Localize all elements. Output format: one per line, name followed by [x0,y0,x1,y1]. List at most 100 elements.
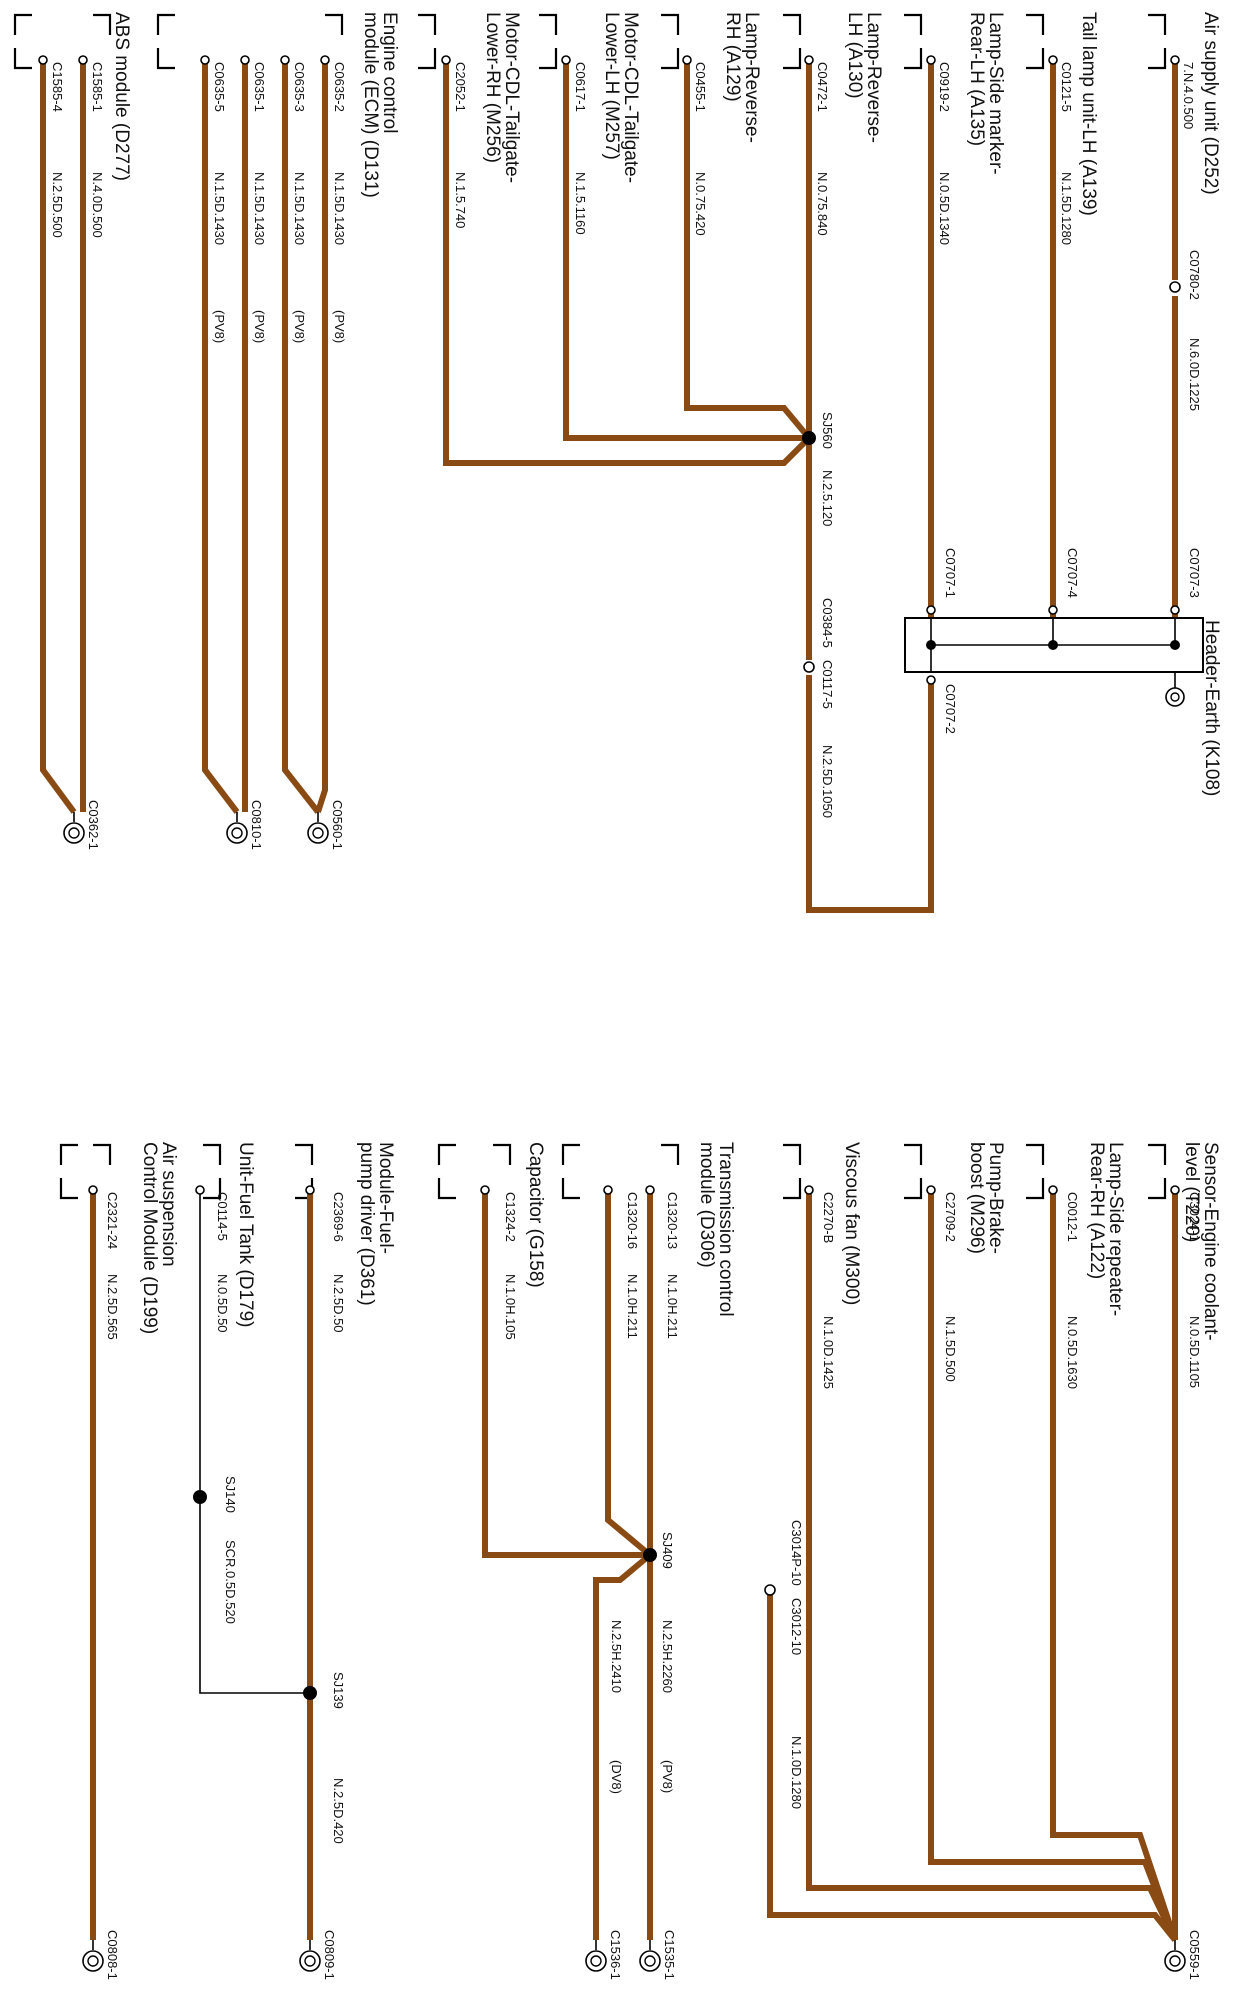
fuel-tank-pin: C0114-5 [215,1192,230,1241]
ground-c0809: C0809-1 [322,1930,337,1980]
sensor-label-1: Sensor-Engine coolant- [1200,1142,1221,1341]
c0707-2-label: C0707-2 [943,684,958,734]
repeater-pin: C0012-1 [1065,1192,1080,1242]
sensor-wire: N.0.5D.1105 [1187,1316,1202,1388]
ecm-label-2: module (ECM) (D131) [360,12,381,198]
tail-lamp-label: Tail lamp unit-LH (A139) [1078,12,1099,216]
air-susp-wire: N.2.5D.565 [105,1274,120,1340]
wires-top [40,60,1178,913]
fuel-pump-wire: N.2.5D.50 [331,1274,346,1333]
ecm-pin-1: C0635-1 [252,62,267,112]
sensor-pin: C3024-1 [1187,1192,1202,1242]
ecm-wire-2: N.1.5D.1430 [332,172,347,245]
motor-lh-pin: C0617-1 [573,62,588,112]
ecm-wire-5: N.1.5D.1430 [212,172,227,245]
sensor-label-2: level (T220) [1181,1142,1202,1242]
pump-brake-label-1: Pump-Brake- [985,1142,1006,1254]
ground-c1536: C1536-1 [608,1930,623,1980]
abs-pin-4: C1585-4 [50,62,65,112]
repeater-label-2: Rear-RH (A122) [1086,1142,1107,1279]
reverse-lh-pin: C0472-1 [815,62,830,112]
pump-brake-wire: N.1.5D.500 [943,1316,958,1382]
tcm-wire-16: N.1.0H.211 [625,1274,640,1339]
motor-rh-label-1: Motor-CDL-Tailgate- [501,12,522,183]
ecm-tag-1: (PV8) [252,310,267,343]
sj560-wire: N.2.5.120 [820,470,835,526]
sj409-label: SJ409 [660,1532,675,1569]
tcm-label-1: Transmission control [715,1142,736,1317]
grounds-bottom: C0559-1 C1535-1 C1536-1 C0809-1 C0808-1 [82,1930,1202,1980]
ground-c1535: C1535-1 [662,1930,677,1980]
fan-wire: N.1.0D.1425 [821,1316,836,1389]
reverse-rh-label-2: RH (A129) [722,12,743,102]
ecm-tag-2: (PV8) [332,310,347,343]
reverse-lh-label-1: Lamp-Reverse- [863,12,884,143]
fuel-pump-label-2: pump driver (D361) [356,1142,377,1306]
c0117-wire: N.2.5D.1050 [820,745,835,818]
ecm-wire-3: N.1.5D.1430 [292,172,307,245]
tail-lamp-pin: C0121-5 [1059,62,1074,112]
c3012-label: C3012-10 [789,1598,804,1655]
side-marker-wire: N.0.5D.1340 [937,172,952,245]
air-supply-label: Air supply unit (D252) [1200,12,1221,195]
wire-labels-top: C0780-2 N.6.0D.1225 SJ560 N.2.5.120 C038… [820,250,1202,818]
wire-labels-bottom: SJ409 N.2.5H.2260 (PV8) N.2.5H.2410 (DV8… [223,1476,804,1844]
reverse-rh-wire: N.0.75.420 [693,172,708,236]
ecm-label-1: Engine control [379,12,400,133]
motor-lh-label-1: Motor-CDL-Tailgate- [620,12,641,183]
ground-c0560: C0560-1 [330,800,345,850]
ecm-pin-2: C0635-2 [332,62,347,112]
ecm-tag-3: (PV8) [292,310,307,343]
pins-bottom [88,1185,1180,1700]
motor-rh-label-2: Lower-RH (M256) [482,12,503,163]
fuel-tank-wire: N.0.5D.50 [215,1274,230,1333]
side-marker-label-1: Lamp-Side marker- [985,12,1006,175]
motor-lh-label-2: Lower-LH (M257) [601,12,622,160]
tcm-label-2: module (D306) [696,1142,717,1268]
ecm-tag-5: (PV8) [212,310,227,343]
sj560-label: SJ560 [820,412,835,449]
ground-c0362: C0362-1 [86,800,101,850]
side-marker-pin: C0919-2 [937,62,952,112]
repeater-wire: N.0.5D.1630 [1065,1316,1080,1389]
component-brackets-top [13,13,1167,70]
c3012-wire: N.1.0D.1280 [789,1736,804,1809]
component-brackets-bottom [59,1143,1167,1200]
motor-lh-wire: N.1.5.1160 [573,172,588,235]
grounds-top: C0560-1 C0810-1 C0362-1 [63,800,345,850]
c0117-label: C0117-5 [820,660,835,709]
sj409-tag-b: (DV8) [609,1760,624,1794]
tcm-pin-16: C1320-16 [625,1192,640,1249]
component-labels-bottom: Sensor-Engine coolant- level (T220) C302… [105,1142,1221,1389]
reverse-lh-wire: N.0.75.840 [815,172,830,236]
fuel-pump-pin: C2369-6 [331,1192,346,1242]
pump-brake-label-2: boost (M296) [966,1142,987,1254]
ground-c0559: C0559-1 [1187,1930,1202,1980]
air-susp-label-2: Control Module (D199) [139,1142,160,1334]
capacitor-wire: N.1.0H.105 [503,1274,518,1340]
tail-lamp-wire: N.1.5D.1280 [1059,172,1074,245]
sj139-label: SJ139 [331,1672,346,1709]
sj409-wire-b: N.2.5H.2410 [609,1620,624,1693]
component-labels-top: Air supply unit (D252) 7.N.4.0.500 Tail … [50,12,1221,343]
abs-wire-1: N.4.0D.500 [90,172,105,238]
air-supply-wire-label: 7.N.4.0.500 [1181,62,1196,129]
fan-pin: C2270-B [821,1192,836,1243]
capacitor-label: Capacitor (G158) [525,1142,546,1288]
abs-pin-1: C1585-1 [90,62,105,112]
sj409-tag-a: (PV8) [660,1760,675,1793]
repeater-label-1: Lamp-Side repeater- [1105,1142,1126,1316]
c0707-3-label: C0707-3 [1187,548,1202,598]
fuel-tank-label: Unit-Fuel Tank (D179) [235,1142,256,1328]
tcm-pin-13: C1320-13 [665,1192,680,1249]
reverse-rh-label-1: Lamp-Reverse- [741,12,762,143]
air-header-wire: N.6.0D.1225 [1187,338,1202,411]
ecm-pin-5: C0635-5 [212,62,227,112]
abs-wire-4: N.2.5D.500 [50,172,65,238]
pins-top [38,55,1181,685]
ecm-pin-3: C0635-3 [292,62,307,112]
c0707-4-label: C0707-4 [1065,548,1080,598]
motor-rh-wire: N.1.5.740 [453,172,468,228]
air-susp-pin: C2321-24 [105,1192,120,1249]
